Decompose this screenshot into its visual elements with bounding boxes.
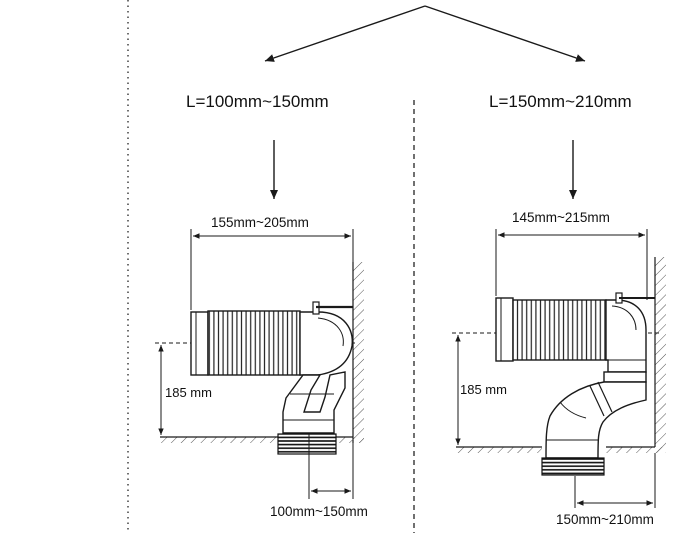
left-socket bbox=[190, 311, 209, 376]
right-length-label: L=150mm~210mm bbox=[489, 92, 632, 111]
right-corrugated-pipe bbox=[512, 299, 607, 361]
right-width-label: 145mm~215mm bbox=[512, 210, 610, 225]
left-elbow bbox=[299, 311, 353, 376]
left-bottom-seal bbox=[277, 433, 337, 455]
left-corrugated-pipe bbox=[207, 310, 301, 376]
left-width-label: 155mm~205mm bbox=[211, 215, 309, 230]
right-bottom-seal bbox=[541, 457, 605, 476]
split-arrows bbox=[264, 5, 586, 62]
left-floor bbox=[160, 437, 280, 443]
right-wall bbox=[655, 257, 666, 453]
left-variant: L=100mm~150mm 155mm~205mm 185 mm bbox=[155, 92, 368, 519]
left-offset-label: 100mm~150mm bbox=[270, 504, 368, 519]
left-wall bbox=[353, 262, 364, 443]
right-offset-label: 150mm~210mm bbox=[556, 512, 654, 527]
right-variant: L=150mm~210mm 145mm~215mm 185 mm bbox=[452, 92, 666, 527]
right-height-label: 185 mm bbox=[460, 382, 507, 397]
right-floor bbox=[456, 447, 542, 453]
left-down-pipe bbox=[282, 371, 346, 434]
left-length-label: L=100mm~150mm bbox=[186, 92, 329, 111]
left-height-label: 185 mm bbox=[165, 385, 212, 400]
right-socket bbox=[495, 297, 514, 362]
